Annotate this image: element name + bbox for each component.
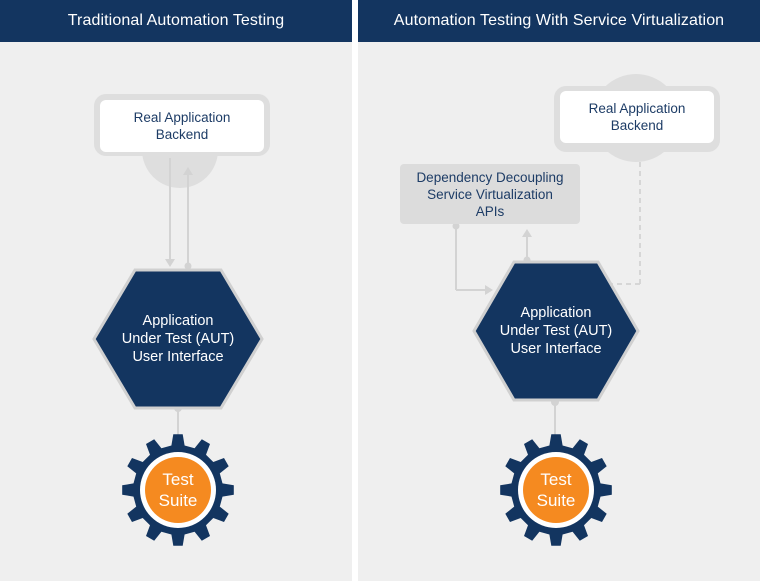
aut-hexagon bbox=[92, 268, 264, 410]
backend-dashed-connector bbox=[608, 162, 641, 285]
aut-label-line3: User Interface bbox=[510, 341, 602, 357]
aut-label: Application Under Test (AUT) User Interf… bbox=[108, 309, 248, 369]
suite-label-line1: Test bbox=[162, 470, 194, 489]
backend-label-line1: Real Application bbox=[588, 101, 686, 116]
aut-label-line2: Under Test (AUT) bbox=[121, 331, 235, 347]
traditional-panel-title: Traditional Automation Testing bbox=[0, 0, 352, 42]
dependency-label-line3: APIs bbox=[475, 203, 505, 219]
test-suite-circle bbox=[145, 457, 211, 523]
dependency-box: Dependency Decoupling Service Virtualiza… bbox=[400, 164, 580, 224]
virtualization-panel: Automation Testing With Service Virtuali… bbox=[358, 0, 760, 581]
backend-box: Real Application Backend bbox=[100, 100, 264, 152]
suite-label-line2: Suite bbox=[536, 491, 576, 510]
aut-label-line1: Application bbox=[520, 305, 592, 321]
backend-box: Real Application Backend bbox=[560, 91, 714, 143]
aut-hexagon bbox=[472, 260, 640, 402]
test-suite-circle bbox=[523, 457, 589, 523]
aut-label-line3: User Interface bbox=[132, 349, 224, 365]
dependency-label-line1: Dependency Decoupling bbox=[416, 169, 564, 185]
suite-label-line2: Suite bbox=[158, 491, 198, 510]
test-suite-label: Test Suite bbox=[523, 469, 589, 511]
aut-label-line2: Under Test (AUT) bbox=[499, 323, 613, 339]
backend-label-line2: Backend bbox=[610, 118, 664, 133]
test-suite-label: Test Suite bbox=[145, 469, 211, 511]
aut-label-line1: Application bbox=[142, 313, 214, 329]
aut-label: Application Under Test (AUT) User Interf… bbox=[486, 301, 626, 361]
traditional-panel: Traditional Automation Testing Real Appl… bbox=[0, 0, 352, 581]
dependency-label-line2: Service Virtualization bbox=[427, 186, 553, 202]
aut-suite-connector bbox=[551, 398, 559, 436]
backend-label-line2: Backend bbox=[155, 127, 209, 142]
suite-label-line1: Test bbox=[540, 470, 572, 489]
backend-connectors bbox=[165, 158, 193, 270]
virtualization-panel-title: Automation Testing With Service Virtuali… bbox=[358, 0, 760, 42]
backend-label-line1: Real Application bbox=[133, 110, 231, 125]
